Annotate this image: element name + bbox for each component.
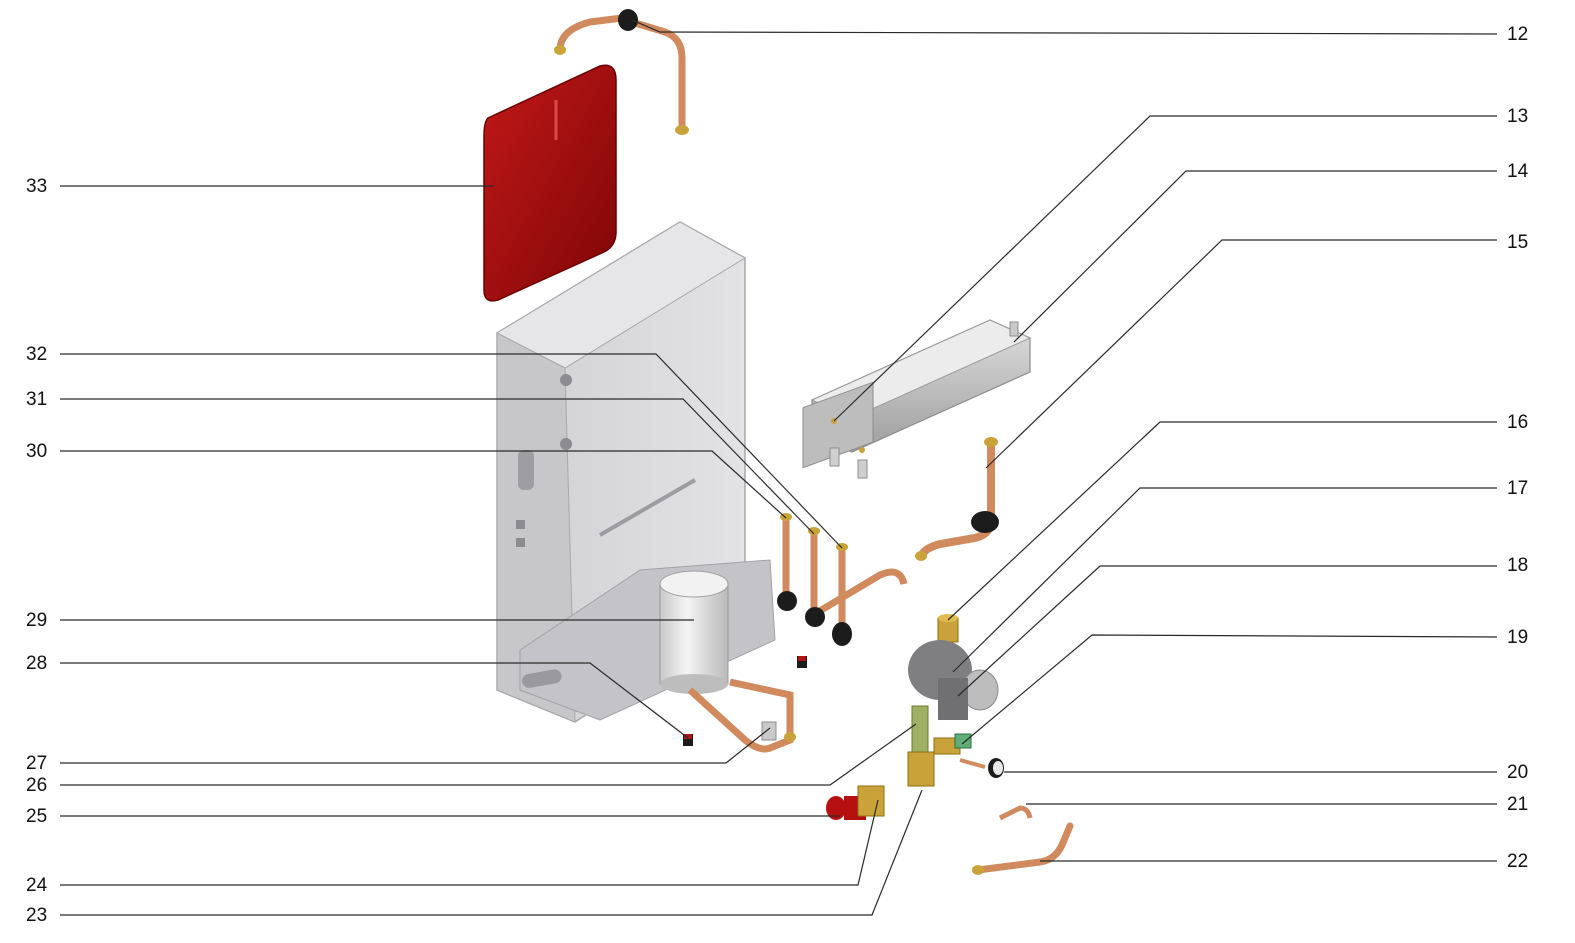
part-label-26: 26	[26, 775, 48, 796]
leader-23	[60, 789, 923, 916]
part-label-19: 19	[1507, 627, 1529, 648]
part-label-14: 14	[1507, 161, 1529, 182]
leader-12	[631, 19, 1498, 35]
part-label-12: 12	[1507, 24, 1529, 45]
leader-28	[60, 662, 689, 739]
part-label-20: 20	[1507, 762, 1529, 783]
leader-19	[961, 634, 1498, 745]
part-label-33: 33	[26, 176, 48, 197]
part-label-30: 30	[26, 441, 48, 462]
part-label-31: 31	[26, 389, 48, 410]
valve-group	[907, 705, 1004, 787]
part-label-18: 18	[1507, 555, 1529, 576]
leader-14	[1013, 170, 1497, 343]
part-label-32: 32	[26, 344, 48, 365]
leader-13	[833, 115, 1497, 422]
expansion-vessel	[483, 64, 617, 302]
leader-26	[60, 723, 917, 786]
leader-31	[60, 398, 815, 535]
chassis-frame	[495, 221, 776, 723]
part-label-16: 16	[1507, 412, 1529, 433]
pump-assembly	[908, 614, 999, 720]
part-label-27: 27	[26, 753, 48, 774]
leader-24	[60, 799, 879, 886]
part-label-24: 24	[26, 875, 48, 896]
leader-32	[60, 353, 843, 549]
part-label-22: 22	[1507, 851, 1529, 872]
leader-15	[985, 239, 1497, 469]
part-label-29: 29	[26, 610, 48, 631]
part-label-15: 15	[1507, 232, 1529, 253]
pipes-21-22	[972, 805, 1074, 875]
leader-lines	[60, 19, 1498, 916]
leader-17	[952, 487, 1497, 673]
part-label-28: 28	[26, 653, 48, 674]
leader-18	[957, 565, 1497, 697]
part-label-25: 25	[26, 806, 48, 827]
hydraulic-cylinder	[659, 570, 796, 753]
part-label-21: 21	[1507, 794, 1529, 815]
heat-exchanger	[802, 319, 1032, 479]
leader-16	[947, 421, 1497, 621]
leader-30	[60, 450, 787, 519]
pipes-30-31-32	[777, 513, 908, 646]
part-label-13: 13	[1507, 106, 1529, 127]
pipe-15	[915, 437, 999, 561]
part-label-23: 23	[26, 905, 48, 926]
sensors	[683, 656, 807, 746]
leader-27	[60, 727, 771, 764]
part-label-17: 17	[1507, 478, 1529, 499]
safety-valve	[826, 785, 885, 820]
